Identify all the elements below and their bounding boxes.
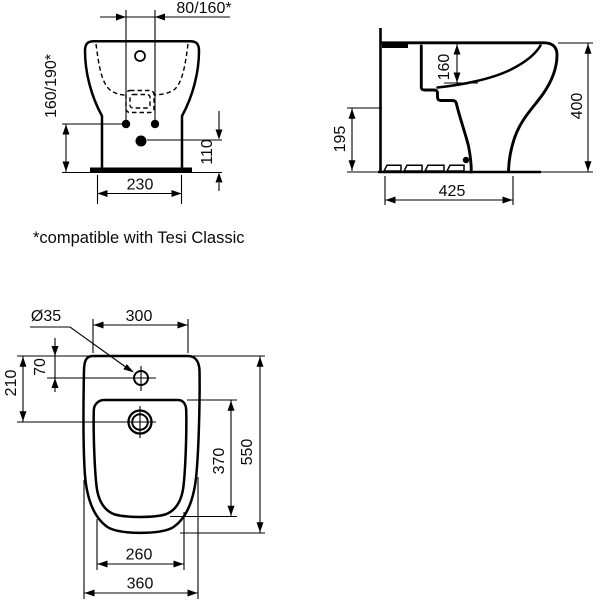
dim-label-rear-width: 300: [126, 308, 153, 325]
front-body-outline: [83, 40, 201, 169]
front-bowl-dashed-left: [95, 43, 127, 96]
front-view: 80/160* 160/190* 110 230: [43, 0, 232, 204]
dim-side-trap-height: 195: [332, 107, 382, 173]
dim-plan-bowl-length: 370: [170, 399, 237, 518]
dim-side-depth: 425: [384, 176, 514, 205]
side-bowl-back-step: [419, 44, 458, 106]
front-fixing-hole-right: [150, 119, 160, 129]
dim-label-trap-height: 195: [332, 126, 349, 153]
plan-outer-outline: [82, 354, 201, 535]
side-fixing-section: [382, 41, 408, 48]
front-base-bar: [90, 167, 192, 172]
dim-label-depth: 425: [439, 183, 466, 200]
plan-bowl-outline: [92, 398, 188, 519]
dim-label-bowl-length: 370: [211, 448, 228, 475]
dim-plan-bowl-width: 260: [96, 512, 185, 570]
dim-label-base-width: 230: [127, 177, 154, 194]
front-tap-hole: [134, 50, 146, 62]
side-view: 160 400 195 425: [332, 28, 593, 205]
dim-label-bowl-depth: 160: [436, 54, 453, 81]
front-bowl-dashed-right: [153, 43, 189, 96]
dim-plan-total-length: 550: [180, 356, 265, 534]
dim-label-height: 400: [569, 93, 586, 120]
dim-front-drain-height: 110: [147, 111, 223, 191]
plan-view: 300 Ø35 70 210: [3, 308, 265, 599]
dim-label-tap-offset: 70: [32, 358, 49, 376]
dim-label-max-width: 360: [127, 576, 154, 593]
dim-plan-tap-diameter: Ø35: [30, 308, 134, 373]
side-body-outline: [379, 41, 559, 173]
dim-label-drain-height: 110: [199, 139, 216, 165]
footnote-text: *compatible with Tesi Classic: [33, 229, 245, 247]
dim-label-total-length: 550: [239, 439, 256, 466]
dim-front-base-width: 230: [96, 175, 183, 204]
dim-plan-rear-width: 300: [92, 308, 189, 353]
dim-label-drain-offset: 210: [3, 370, 20, 397]
dim-side-bowl-depth: 160: [436, 44, 478, 84]
dim-label-hole-height: 160/190*: [43, 54, 60, 118]
dim-label-tap-diameter: Ø35: [31, 308, 61, 325]
dim-label-bowl-width: 260: [126, 547, 153, 564]
front-drain-hole: [135, 135, 147, 147]
dim-label-hole-spacing: 80/160*: [176, 0, 231, 17]
front-fixing-hole-left: [121, 119, 131, 129]
front-drain-recess-inner: [129, 93, 151, 109]
side-base-serrations: [382, 164, 465, 172]
side-bowl-surface: [436, 44, 542, 89]
dim-plan-max-width: 360: [83, 477, 199, 599]
dim-front-hole-height: 160/190*: [43, 54, 222, 174]
dim-side-height: 400: [541, 42, 593, 173]
side-pedestal-edge: [455, 102, 473, 174]
dim-plan-tap-offset: 70: [17, 338, 265, 392]
dim-plan-drain-offset: 210: [3, 356, 156, 423]
side-outlet-dot: [462, 156, 470, 164]
dim-front-hole-spacing: 80/160*: [100, 0, 232, 120]
